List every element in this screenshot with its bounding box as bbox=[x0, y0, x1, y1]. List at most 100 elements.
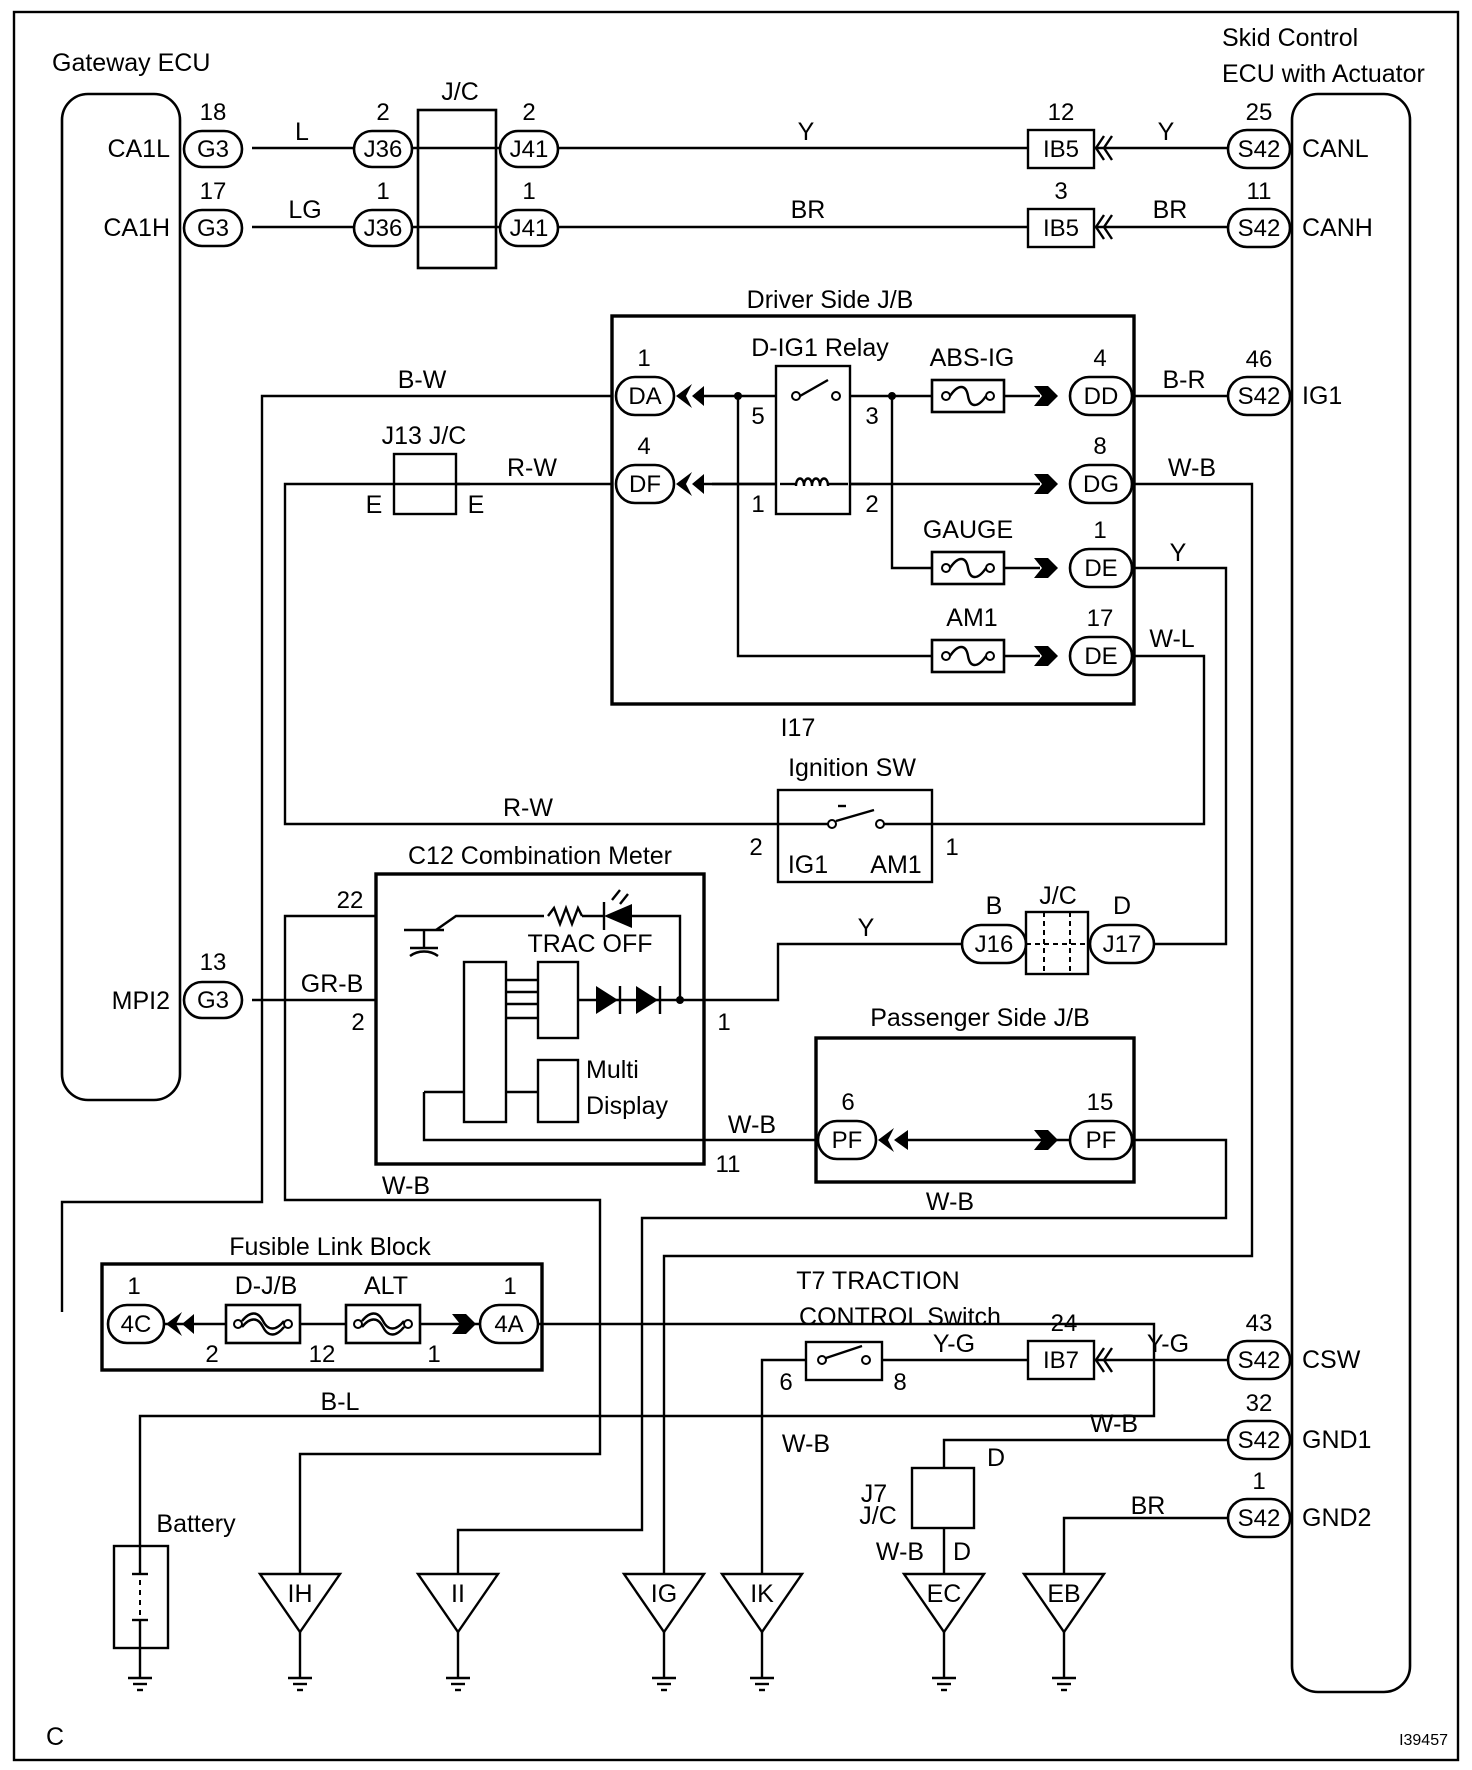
connector-g3-ca1h bbox=[182, 208, 244, 248]
wire-color-gr-b: GR-B bbox=[301, 970, 364, 998]
connector-j36-lg bbox=[352, 208, 414, 248]
pin-s42-1: 1 bbox=[1252, 1468, 1265, 1495]
skid-ecu-title-line2: ECU with Actuator bbox=[1222, 60, 1425, 88]
connector-ib5-label: IB5 bbox=[1043, 136, 1079, 163]
pin-label-ca1h: CA1H bbox=[103, 214, 170, 242]
diode-symbol bbox=[596, 986, 618, 1014]
combination-meter-body bbox=[374, 872, 706, 1166]
passenger-jb-body bbox=[814, 1036, 1136, 1184]
fuse-gauge-label: GAUGE bbox=[923, 516, 1013, 544]
meter-pin-1: 1 bbox=[717, 1009, 730, 1036]
wire-color-r-w-lower: R-W bbox=[503, 794, 553, 822]
relay-coil bbox=[794, 477, 830, 487]
j7-jc-body bbox=[910, 1466, 976, 1530]
ignition-term-am1: AM1 bbox=[870, 851, 921, 879]
dig1-relay-body bbox=[774, 364, 852, 516]
connector-4c-label: 4C bbox=[121, 1311, 152, 1338]
connector-j41-y bbox=[498, 129, 560, 169]
fuse-abs-ig bbox=[930, 378, 1006, 414]
wire-color-w-b-dg: W-B bbox=[1168, 454, 1216, 482]
connector-s42-label: S42 bbox=[1238, 1505, 1281, 1532]
multi-display-label-line2: Display bbox=[586, 1092, 668, 1120]
meter-pin-22: 22 bbox=[337, 887, 364, 914]
switch-contact bbox=[861, 1355, 871, 1365]
pin-label-gnd1: GND1 bbox=[1302, 1426, 1371, 1454]
wire-color-br-gnd2: BR bbox=[1131, 1492, 1166, 1520]
pin-df-4: 4 bbox=[637, 433, 650, 460]
ignition-pin-2: 2 bbox=[749, 834, 762, 861]
connector-s42-label: S42 bbox=[1238, 383, 1281, 410]
connector-j16 bbox=[960, 923, 1028, 965]
fl-pin-2: 2 bbox=[205, 1341, 218, 1368]
junction-dot bbox=[888, 392, 896, 400]
j7-letter-d-top: D bbox=[987, 1444, 1005, 1472]
connector-4a-arrow bbox=[452, 1314, 476, 1334]
meter-ic-block bbox=[462, 960, 508, 1124]
connector-s42-label: S42 bbox=[1238, 136, 1281, 163]
relay-contact bbox=[791, 391, 801, 401]
gateway-ecu-body bbox=[60, 92, 182, 1102]
pin-label-canh: CANH bbox=[1302, 214, 1373, 242]
connector-4a bbox=[478, 1303, 540, 1345]
connector-da-arrow bbox=[676, 384, 704, 408]
connector-dd-arrow bbox=[1034, 386, 1058, 406]
jc-j16-j17-title: J/C bbox=[1039, 882, 1077, 910]
relay-pin-1: 1 bbox=[751, 491, 764, 518]
ground-point-ik: IK bbox=[719, 1572, 805, 1692]
fl-pin-12: 12 bbox=[309, 1341, 336, 1368]
connector-s42-label: S42 bbox=[1238, 1347, 1281, 1374]
pin-j41-2: 2 bbox=[522, 99, 535, 126]
connector-dd-label: DD bbox=[1084, 383, 1119, 410]
connector-s42-canl bbox=[1226, 128, 1292, 170]
ignition-sw-code: I17 bbox=[781, 714, 816, 742]
connector-ib5-arrow bbox=[1094, 135, 1113, 161]
ground-ik-label: IK bbox=[750, 1580, 774, 1608]
switch-pin-6: 6 bbox=[779, 1369, 792, 1396]
fusible-link-djb bbox=[224, 1303, 302, 1345]
wire-color-y-ib5: Y bbox=[1158, 118, 1175, 146]
wire-color-w-b-j7: W-B bbox=[876, 1538, 924, 1566]
connector-dd bbox=[1068, 375, 1134, 417]
connector-s42-canh bbox=[1226, 207, 1292, 249]
connector-s42-gnd2 bbox=[1226, 1497, 1292, 1539]
wire-color-b-l: B-L bbox=[321, 1388, 360, 1416]
pin-g3-18: 18 bbox=[200, 99, 227, 126]
j16-letter-b: B bbox=[986, 892, 1003, 920]
pin-dd-4: 4 bbox=[1093, 345, 1106, 372]
connector-ib5-arrow bbox=[1094, 214, 1113, 240]
fusible-link-block-body bbox=[100, 1262, 544, 1372]
pin-label-mpi2: MPI2 bbox=[112, 987, 170, 1015]
ground-point-ih: IH bbox=[257, 1572, 343, 1692]
fuse-alt-label: ALT bbox=[364, 1272, 408, 1300]
connector-j16-label: J16 bbox=[975, 931, 1014, 958]
wire-color-b-w: B-W bbox=[398, 366, 447, 394]
connector-j17-label: J17 bbox=[1103, 931, 1142, 958]
j13-jc-title: J13 J/C bbox=[382, 422, 467, 450]
ignition-contact bbox=[875, 819, 885, 829]
pin-4a-1: 1 bbox=[503, 1273, 516, 1300]
junction-dot bbox=[734, 392, 742, 400]
connector-df-label: DF bbox=[629, 471, 661, 498]
fuse-am1-label: AM1 bbox=[946, 604, 997, 632]
ignition-pin-1: 1 bbox=[945, 834, 958, 861]
connector-dg bbox=[1068, 463, 1134, 505]
connector-de-am1 bbox=[1068, 635, 1134, 677]
wire-color-y-de: Y bbox=[1170, 539, 1187, 567]
pin-ib5-3: 3 bbox=[1054, 178, 1067, 205]
connector-de-arrow bbox=[1034, 558, 1058, 578]
junction-dot bbox=[676, 996, 684, 1004]
multi-display-label-line1: Multi bbox=[586, 1056, 639, 1084]
connector-g3-label: G3 bbox=[197, 987, 229, 1014]
led-trac-off bbox=[604, 904, 632, 928]
connector-pf-label: PF bbox=[1086, 1127, 1117, 1154]
figure-code: I39457 bbox=[1399, 1732, 1448, 1749]
connector-4a-label: 4A bbox=[494, 1311, 523, 1338]
pin-label-canl: CANL bbox=[1302, 135, 1369, 163]
fusible-link-block-title: Fusible Link Block bbox=[229, 1233, 431, 1261]
jc-top-body bbox=[416, 108, 498, 270]
connector-df-arrow bbox=[676, 472, 704, 496]
fuse-abs-ig-label: ABS-IG bbox=[930, 344, 1015, 372]
wire-color-r-w-upper: R-W bbox=[507, 454, 557, 482]
wire-color-y-g-sw: Y-G bbox=[933, 1330, 975, 1358]
pin-j36-1: 1 bbox=[376, 178, 389, 205]
